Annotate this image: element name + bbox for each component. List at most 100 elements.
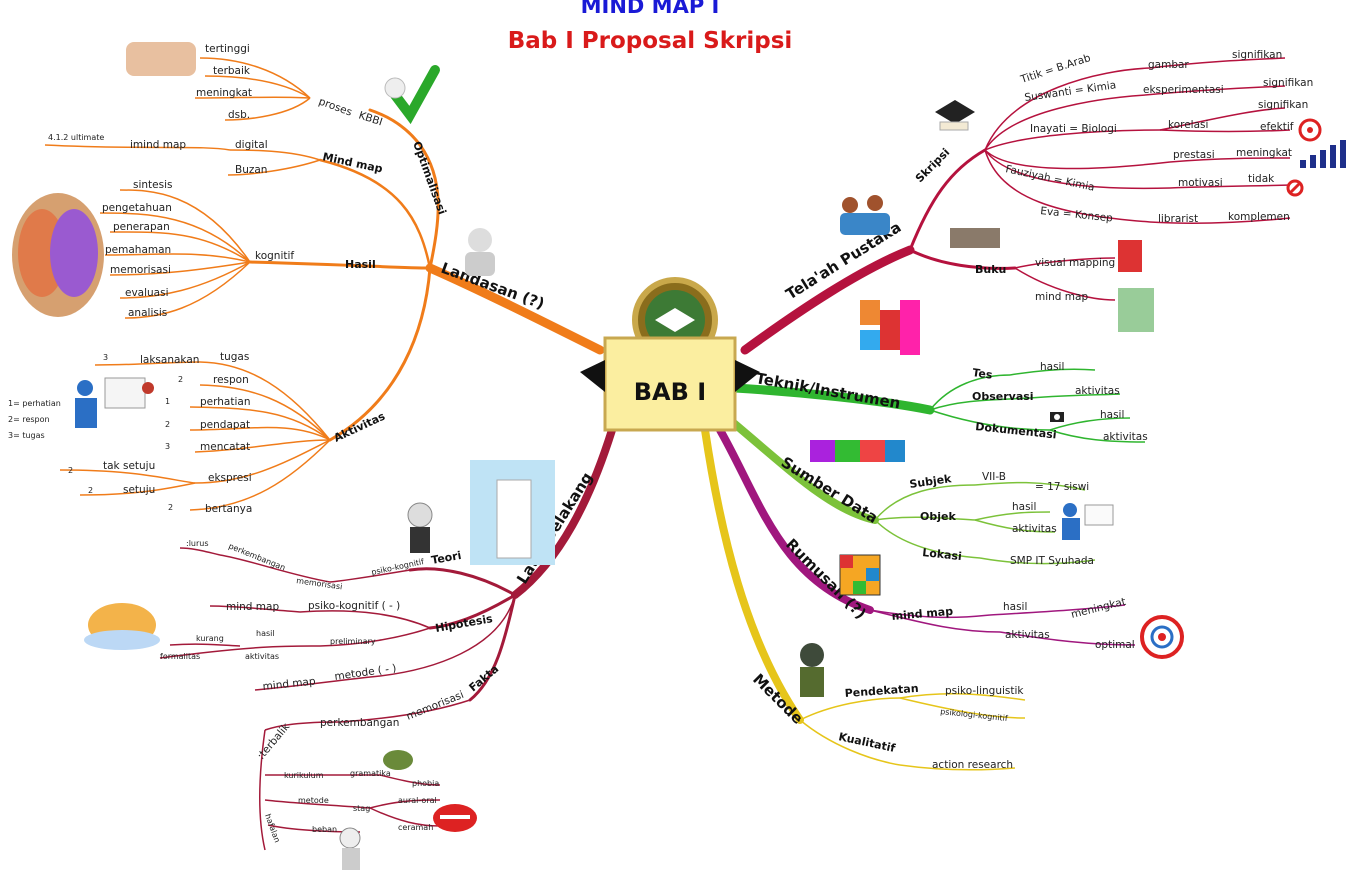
skripsi-row-1-what: eksperimentasi xyxy=(1143,84,1224,96)
no-icon xyxy=(1286,179,1304,197)
proses-item-2: meningkat xyxy=(196,87,252,99)
center-node: BAB I xyxy=(580,277,760,432)
sumber-label: Sumber Data xyxy=(778,453,881,527)
dokumentasi-label: Dokumentasi xyxy=(975,420,1058,441)
skripsi-row-2-who: Inayati = Biologi xyxy=(1030,123,1117,135)
fakta-perkembangan: perkembangan xyxy=(320,717,399,729)
einstein-illustration xyxy=(407,502,433,553)
branch-hipotesis xyxy=(428,593,517,630)
imindmap-label: imind map xyxy=(130,139,186,151)
subjek-kelas: VII-B xyxy=(982,471,1006,483)
fakta-metode: metode xyxy=(298,796,329,805)
dokumentasi-item-0: hasil xyxy=(1100,409,1124,421)
teori-lurus: :lurus xyxy=(186,539,209,548)
branch-optimalisasi xyxy=(368,108,440,270)
skripsi-row-2-end2: efektif xyxy=(1260,121,1294,133)
branch-buku xyxy=(908,248,1017,270)
kognitif-item-2: penerapan xyxy=(113,221,170,233)
teknik-label: Teknik/Instrumen xyxy=(754,369,901,412)
hipotesis-psiko: psiko-kognitif ( - ) xyxy=(308,600,400,612)
num-0: 3 xyxy=(103,353,108,362)
buku-item-1: mind map xyxy=(1035,291,1088,303)
num-6: 2 xyxy=(88,486,93,495)
door-illustration xyxy=(470,460,555,565)
skripsi-row-4-who: Eva = Konsep xyxy=(1040,205,1114,225)
branch-sumber xyxy=(726,416,879,524)
pendekatan-label: Pendekatan xyxy=(844,682,919,700)
fakta-ceramah: ceramah xyxy=(398,823,433,832)
skripsi-row-1-end: signifikan xyxy=(1263,77,1313,89)
target-icon xyxy=(1298,118,1322,142)
fakta-label: Fakta xyxy=(467,662,502,694)
aktivitas-item-1: respon xyxy=(213,374,249,386)
digital-label: digital xyxy=(235,139,268,151)
skripsi-row-0-end: signifikan xyxy=(1232,49,1282,61)
brain-illustration xyxy=(12,193,104,317)
fakta-gramatika: gramatika xyxy=(350,769,391,778)
skripsi-row-3-end2: tidak xyxy=(1248,173,1275,185)
books-icon xyxy=(950,228,1154,332)
skripsi-row-3-what2: motivasi xyxy=(1178,177,1223,189)
hipotesis-label: Hipotesis xyxy=(434,612,494,635)
kognitif-item-6: analisis xyxy=(128,307,167,319)
objek-item-1: aktivitas xyxy=(1012,523,1057,535)
branch-fakta xyxy=(468,593,517,702)
building-blocks-illustration xyxy=(860,300,920,355)
objek-label: Objek xyxy=(920,510,956,523)
map-title: MIND MAP I xyxy=(580,0,720,18)
hipotesis-mindmap2: mind map xyxy=(262,675,316,693)
num-4: 3 xyxy=(165,442,170,451)
kognitif-item-1: pengetahuan xyxy=(102,202,172,214)
hipotesis-preliminary: preliminary xyxy=(330,637,376,646)
presenter-icon xyxy=(1062,503,1114,540)
fakta-phobia: phobia xyxy=(412,779,439,788)
graduation-cap-icon xyxy=(935,100,975,131)
rumusan-hasil: hasil xyxy=(1003,601,1027,613)
rumusan-meningkat: meningkat xyxy=(1070,596,1127,621)
hipotesis-mindmap: mind map xyxy=(226,601,279,613)
tired-man-illustration xyxy=(339,827,361,870)
rubiks-cube-icon xyxy=(839,554,881,596)
dokumentasi-item-1: aktivitas xyxy=(1103,431,1148,443)
branch-metode xyxy=(701,426,804,724)
tes-label: Tes xyxy=(972,366,994,382)
fakta-beban: beban xyxy=(312,825,337,834)
legend-1: 2= respon xyxy=(8,415,50,424)
fakta-kurikulum: kurikulum xyxy=(284,771,324,780)
thinker-illustration xyxy=(465,228,495,276)
observasi-item-0: aktivitas xyxy=(1075,385,1120,397)
legend-2: 3= tugas xyxy=(8,431,45,440)
puzzle-illustration xyxy=(810,440,905,462)
kognitif-item-4: memorisasi xyxy=(110,264,171,276)
fakta-memorisasi: memorisasi xyxy=(405,689,466,723)
aktivitas-item-2: perhatian xyxy=(200,396,250,408)
skripsi-row-3-what: prestasi xyxy=(1173,149,1215,161)
kognitif-label: kognitif xyxy=(255,250,294,262)
skripsi-row-0-what: gambar xyxy=(1148,59,1189,71)
fakta-terbalik: :terbalik xyxy=(255,720,293,762)
tak-setuju-label: tak setuju xyxy=(103,460,155,472)
skripsi-label: Skripsi xyxy=(913,146,952,185)
bullseye-icon xyxy=(1140,615,1184,659)
proses-item-1: terbaik xyxy=(213,65,251,77)
num-3: 2 xyxy=(165,420,170,429)
observasi-label: Observasi xyxy=(972,390,1034,403)
lips-icon xyxy=(433,804,477,832)
skripsi-row-2-what: korelasi xyxy=(1168,119,1208,131)
fakta-auraloral: aural-oral xyxy=(398,796,437,805)
rumusan-mindmap: mind map xyxy=(891,605,954,623)
branch-skripsi xyxy=(908,148,987,252)
aktivitas-item-6: bertanya xyxy=(205,503,252,515)
num-1: 2 xyxy=(178,375,183,384)
rumusan-optimal: optimal xyxy=(1095,639,1135,651)
branch-aktivitas xyxy=(328,266,432,442)
kualitatif-label: Kualitatif xyxy=(837,730,896,755)
hipotesis-hasil: hasil xyxy=(256,629,275,638)
bar-chart-icon xyxy=(1300,140,1346,168)
kognitif-item-3: pemahaman xyxy=(105,244,171,256)
buku-label: Buku xyxy=(975,263,1006,276)
kognitif-item-5: evaluasi xyxy=(125,287,169,299)
skripsi-row-4-end: komplemen xyxy=(1228,211,1290,223)
